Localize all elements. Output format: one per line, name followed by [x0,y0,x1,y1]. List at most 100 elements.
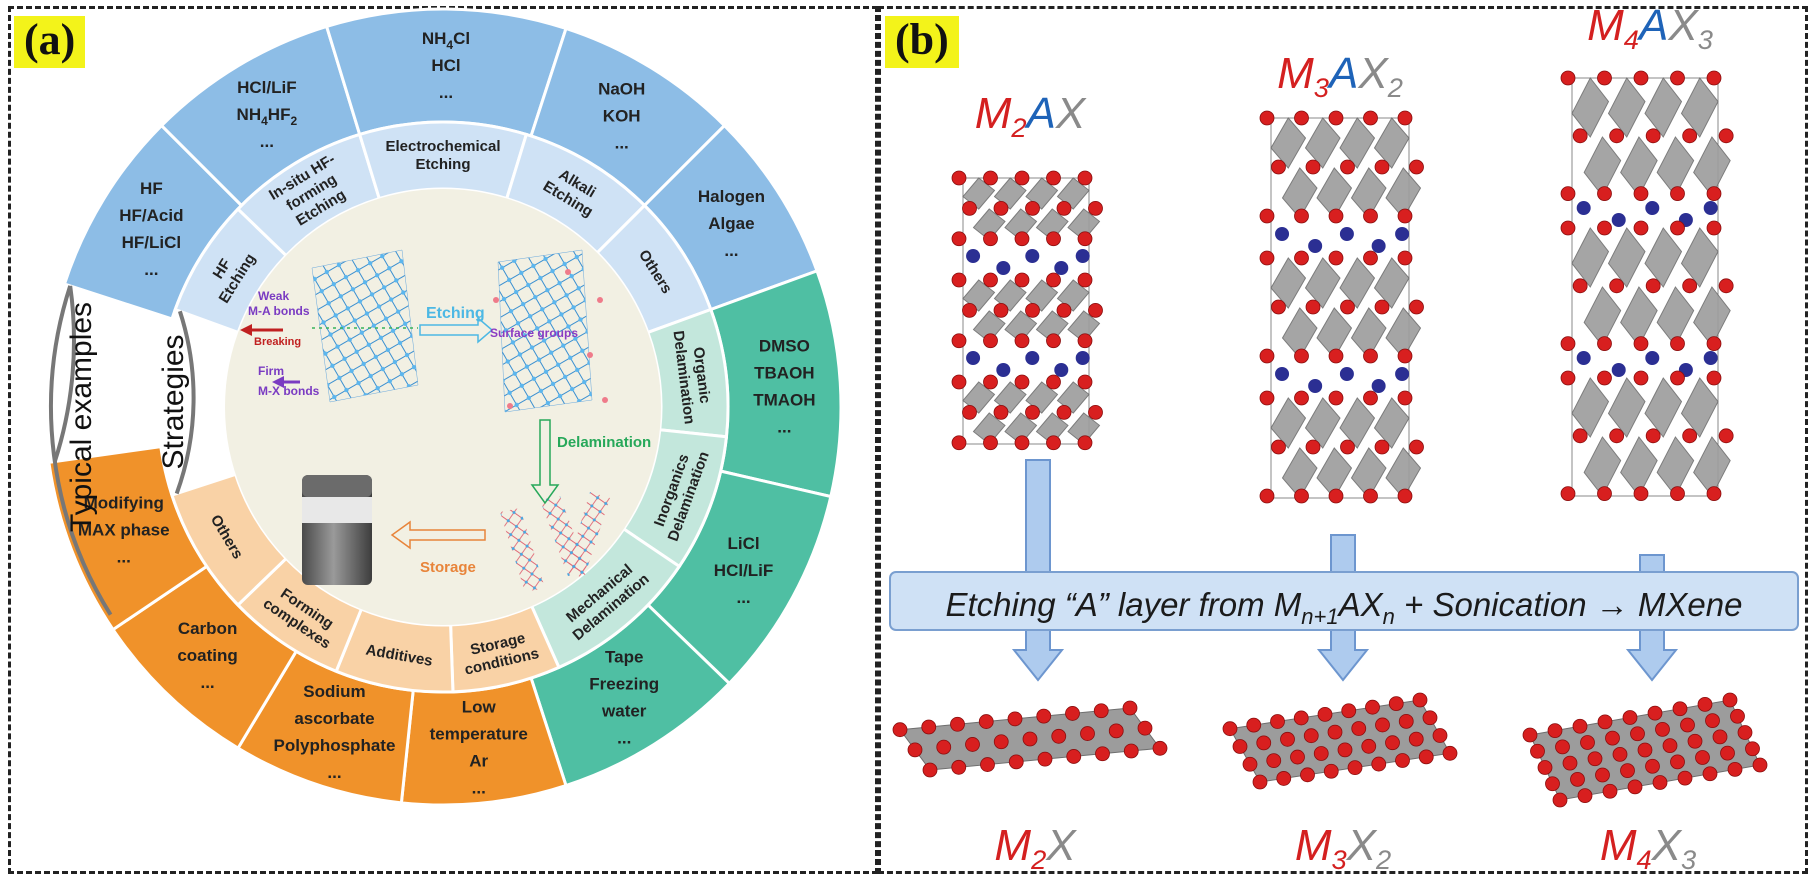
mxene-sheet [1522,692,1768,808]
a-atom [1339,367,1354,381]
a-atom [1611,363,1626,377]
x-atom [1374,439,1390,455]
a-atom [1275,367,1290,381]
x-atom [1323,763,1339,779]
x-atom [1077,333,1093,349]
surface-groups-label: Surface groups [490,326,578,340]
x-atom [1232,739,1248,754]
x-atom [951,231,967,247]
x-atom [1645,128,1661,144]
octahedra-layer [1259,110,1424,224]
x-atom [951,435,967,451]
a-atom [1025,249,1040,263]
x-atom [1705,713,1720,729]
x-atom [1056,200,1072,216]
x-atom [1152,740,1168,756]
max-formula: M3AX2 [1277,49,1403,103]
x-atom [1422,710,1438,726]
x-atom [1706,370,1722,386]
x-atom [1706,336,1722,352]
x-atom [1327,724,1343,740]
x-atom [1271,299,1286,315]
x-atom [1305,439,1321,455]
x-atom [1682,428,1698,444]
storage-label: Storage [420,559,476,576]
x-atom [1077,170,1093,186]
x-atom [1361,738,1377,754]
x-atom [1408,731,1424,747]
x-atom [1351,721,1367,736]
a-atom [1371,379,1386,393]
x-atom [1294,348,1309,364]
x-atom [1670,336,1685,352]
x-atom [1108,723,1124,739]
arrow-m2ax [1011,459,1065,682]
x-atom [1577,788,1593,804]
a-atom [1371,239,1386,253]
octahedra-layer [1560,370,1734,502]
x-atom [1347,760,1363,776]
x-atom [1560,486,1576,502]
x-atom [1670,70,1685,86]
x-atom [1745,741,1760,757]
weak-label: Weak [258,289,289,303]
x-atom [1697,696,1713,712]
x-atom [983,374,998,390]
x-atom [1727,761,1743,777]
x-atom [983,435,998,451]
x-atom [1706,220,1722,236]
a-atom [1395,227,1410,241]
panel-b-border [878,6,1808,874]
x-atom [950,716,965,732]
x-atom [1317,706,1333,722]
x-atom [1252,774,1268,790]
x-atom [1340,159,1355,175]
typical-examples-label: Typical examples [65,302,98,532]
a-atom [966,249,981,263]
mxene-formula: M4X3 [1600,821,1696,875]
strategies-arc [174,310,196,495]
x-atom [1025,200,1040,216]
mxene-formula: M2X [994,821,1077,875]
x-atom [1718,428,1734,444]
x-atom [1609,428,1625,444]
x-atom [1572,278,1588,294]
x-atom [1313,746,1329,761]
x-atom [1271,439,1286,455]
x-atom [1409,159,1424,175]
x-atom [1687,733,1703,749]
ma-bonds-label: M-A bonds [248,304,310,318]
max-lattice [311,249,419,403]
mxene-formula: M3X2 [1295,821,1391,875]
x-atom [1633,486,1649,502]
x-atom [936,739,952,755]
x-atom [1547,723,1563,739]
x-atom [1712,729,1728,745]
x-atom [1025,302,1040,318]
x-atom [1374,299,1390,315]
x-atom [1328,208,1344,224]
x-atom [1046,170,1061,186]
octahedra-layer [951,374,1103,451]
x-atom [1014,333,1030,349]
x-atom [1077,272,1093,288]
x-atom [1337,742,1353,758]
mxene-sheet [1222,692,1458,790]
x-atom [1627,779,1643,795]
x-atom [1056,302,1072,318]
x-atom [1246,717,1262,733]
x-atom [1046,374,1061,390]
x-atom [1397,250,1413,266]
x-atom [1122,700,1138,716]
x-atom [962,302,977,318]
x-atom [1597,370,1612,386]
x-atom [1633,70,1649,86]
